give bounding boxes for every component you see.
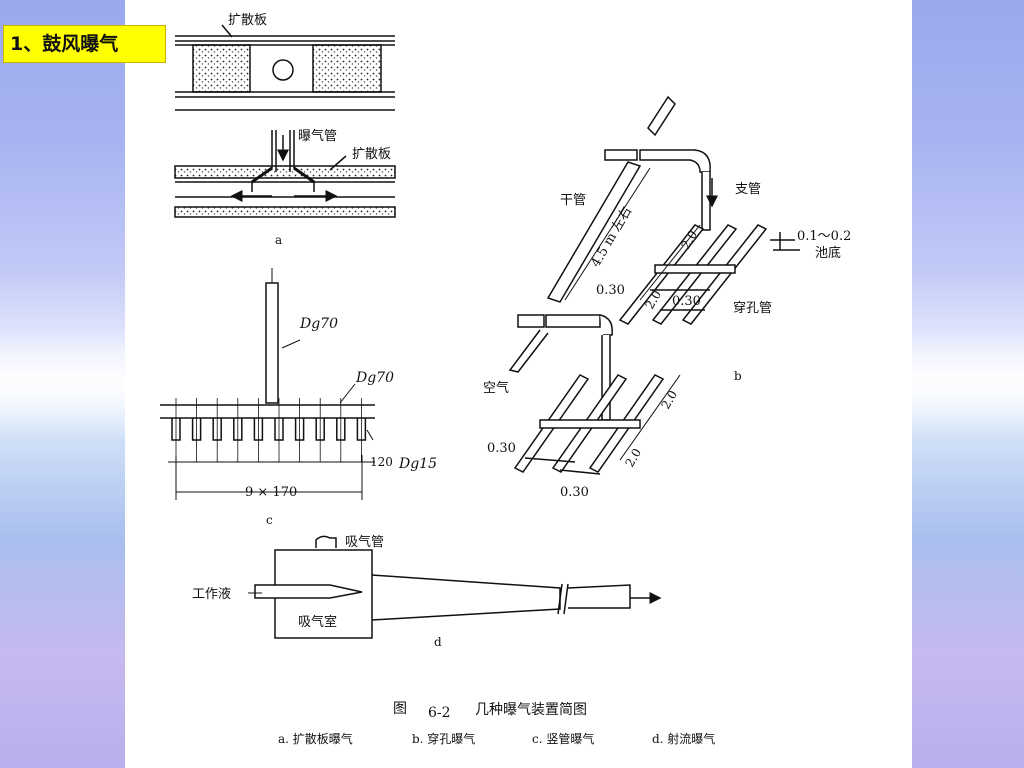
panel-a-top-label: 扩散板	[228, 13, 267, 28]
panel-d-jet-aerator	[248, 535, 662, 639]
caption-sub-a: a. 扩散板曝气	[278, 731, 353, 746]
panel-b-perforated-label: 穿孔管	[733, 300, 772, 316]
panel-c-vertical-pipe	[160, 268, 375, 500]
panel-b-depth-label: 0.1～0.2	[797, 229, 851, 244]
panel-c-dim-120: 120	[370, 455, 393, 469]
slide-content-area	[125, 0, 912, 768]
panel-c-dg15: Dg15	[398, 456, 437, 472]
panel-c-branch-legs	[171, 398, 367, 462]
caption-fig-title: 几种曝气装置简图	[475, 701, 587, 718]
panel-d-suction-chamber-label: 吸气室	[298, 614, 337, 630]
panel-a-diffuser-plate	[174, 24, 396, 218]
caption-sub-c: c. 竖管曝气	[532, 731, 594, 746]
panel-b-letter: b	[734, 369, 742, 383]
panel-d-suction-pipe-label: 吸气管	[345, 534, 384, 550]
panel-b-dim-20-d: 2.0	[622, 446, 644, 470]
panel-b-branch-label: 支管	[735, 182, 761, 197]
panel-b-perforated-pipe	[508, 95, 800, 475]
caption-fig-number: 6-2	[428, 705, 451, 721]
caption-fig-prefix: 图	[393, 701, 407, 717]
panel-b-air-label: 空气	[483, 380, 509, 396]
panel-c-dg70-mid: Dg70	[355, 370, 394, 386]
caption-sub-d: d. 射流曝气	[652, 731, 715, 746]
panel-c-letter: c	[266, 513, 273, 527]
panel-c-dg70-top: Dg70	[299, 316, 338, 332]
panel-b-bottom-label: 池底	[815, 245, 841, 261]
panel-a-plate-label: 扩散板	[352, 147, 391, 162]
panel-b-dim-20-c: 2.0	[658, 388, 680, 412]
panel-b-dim-030-c: 0.30	[487, 441, 516, 456]
slide-title: 1、鼓风曝气	[3, 25, 166, 63]
panel-a-pipe-label: 曝气管	[298, 128, 337, 144]
panel-a-letter: a	[275, 233, 282, 247]
panel-d-working-fluid-label: 工作液	[192, 587, 231, 602]
panel-b-dim-030-a: 0.30	[596, 283, 625, 298]
panel-b-dim-030-b: 0.30	[672, 294, 701, 309]
right-decorative-panel	[912, 0, 1024, 768]
left-decorative-panel	[0, 0, 125, 768]
panel-d-letter: d	[434, 635, 442, 649]
caption-sub-b: b. 穿孔曝气	[412, 731, 475, 746]
panel-c-dim-spacing: 9 × 170	[245, 485, 297, 500]
panel-b-dim-030-d: 0.30	[560, 485, 589, 500]
panel-b-main-pipe-label: 干管	[560, 193, 586, 208]
